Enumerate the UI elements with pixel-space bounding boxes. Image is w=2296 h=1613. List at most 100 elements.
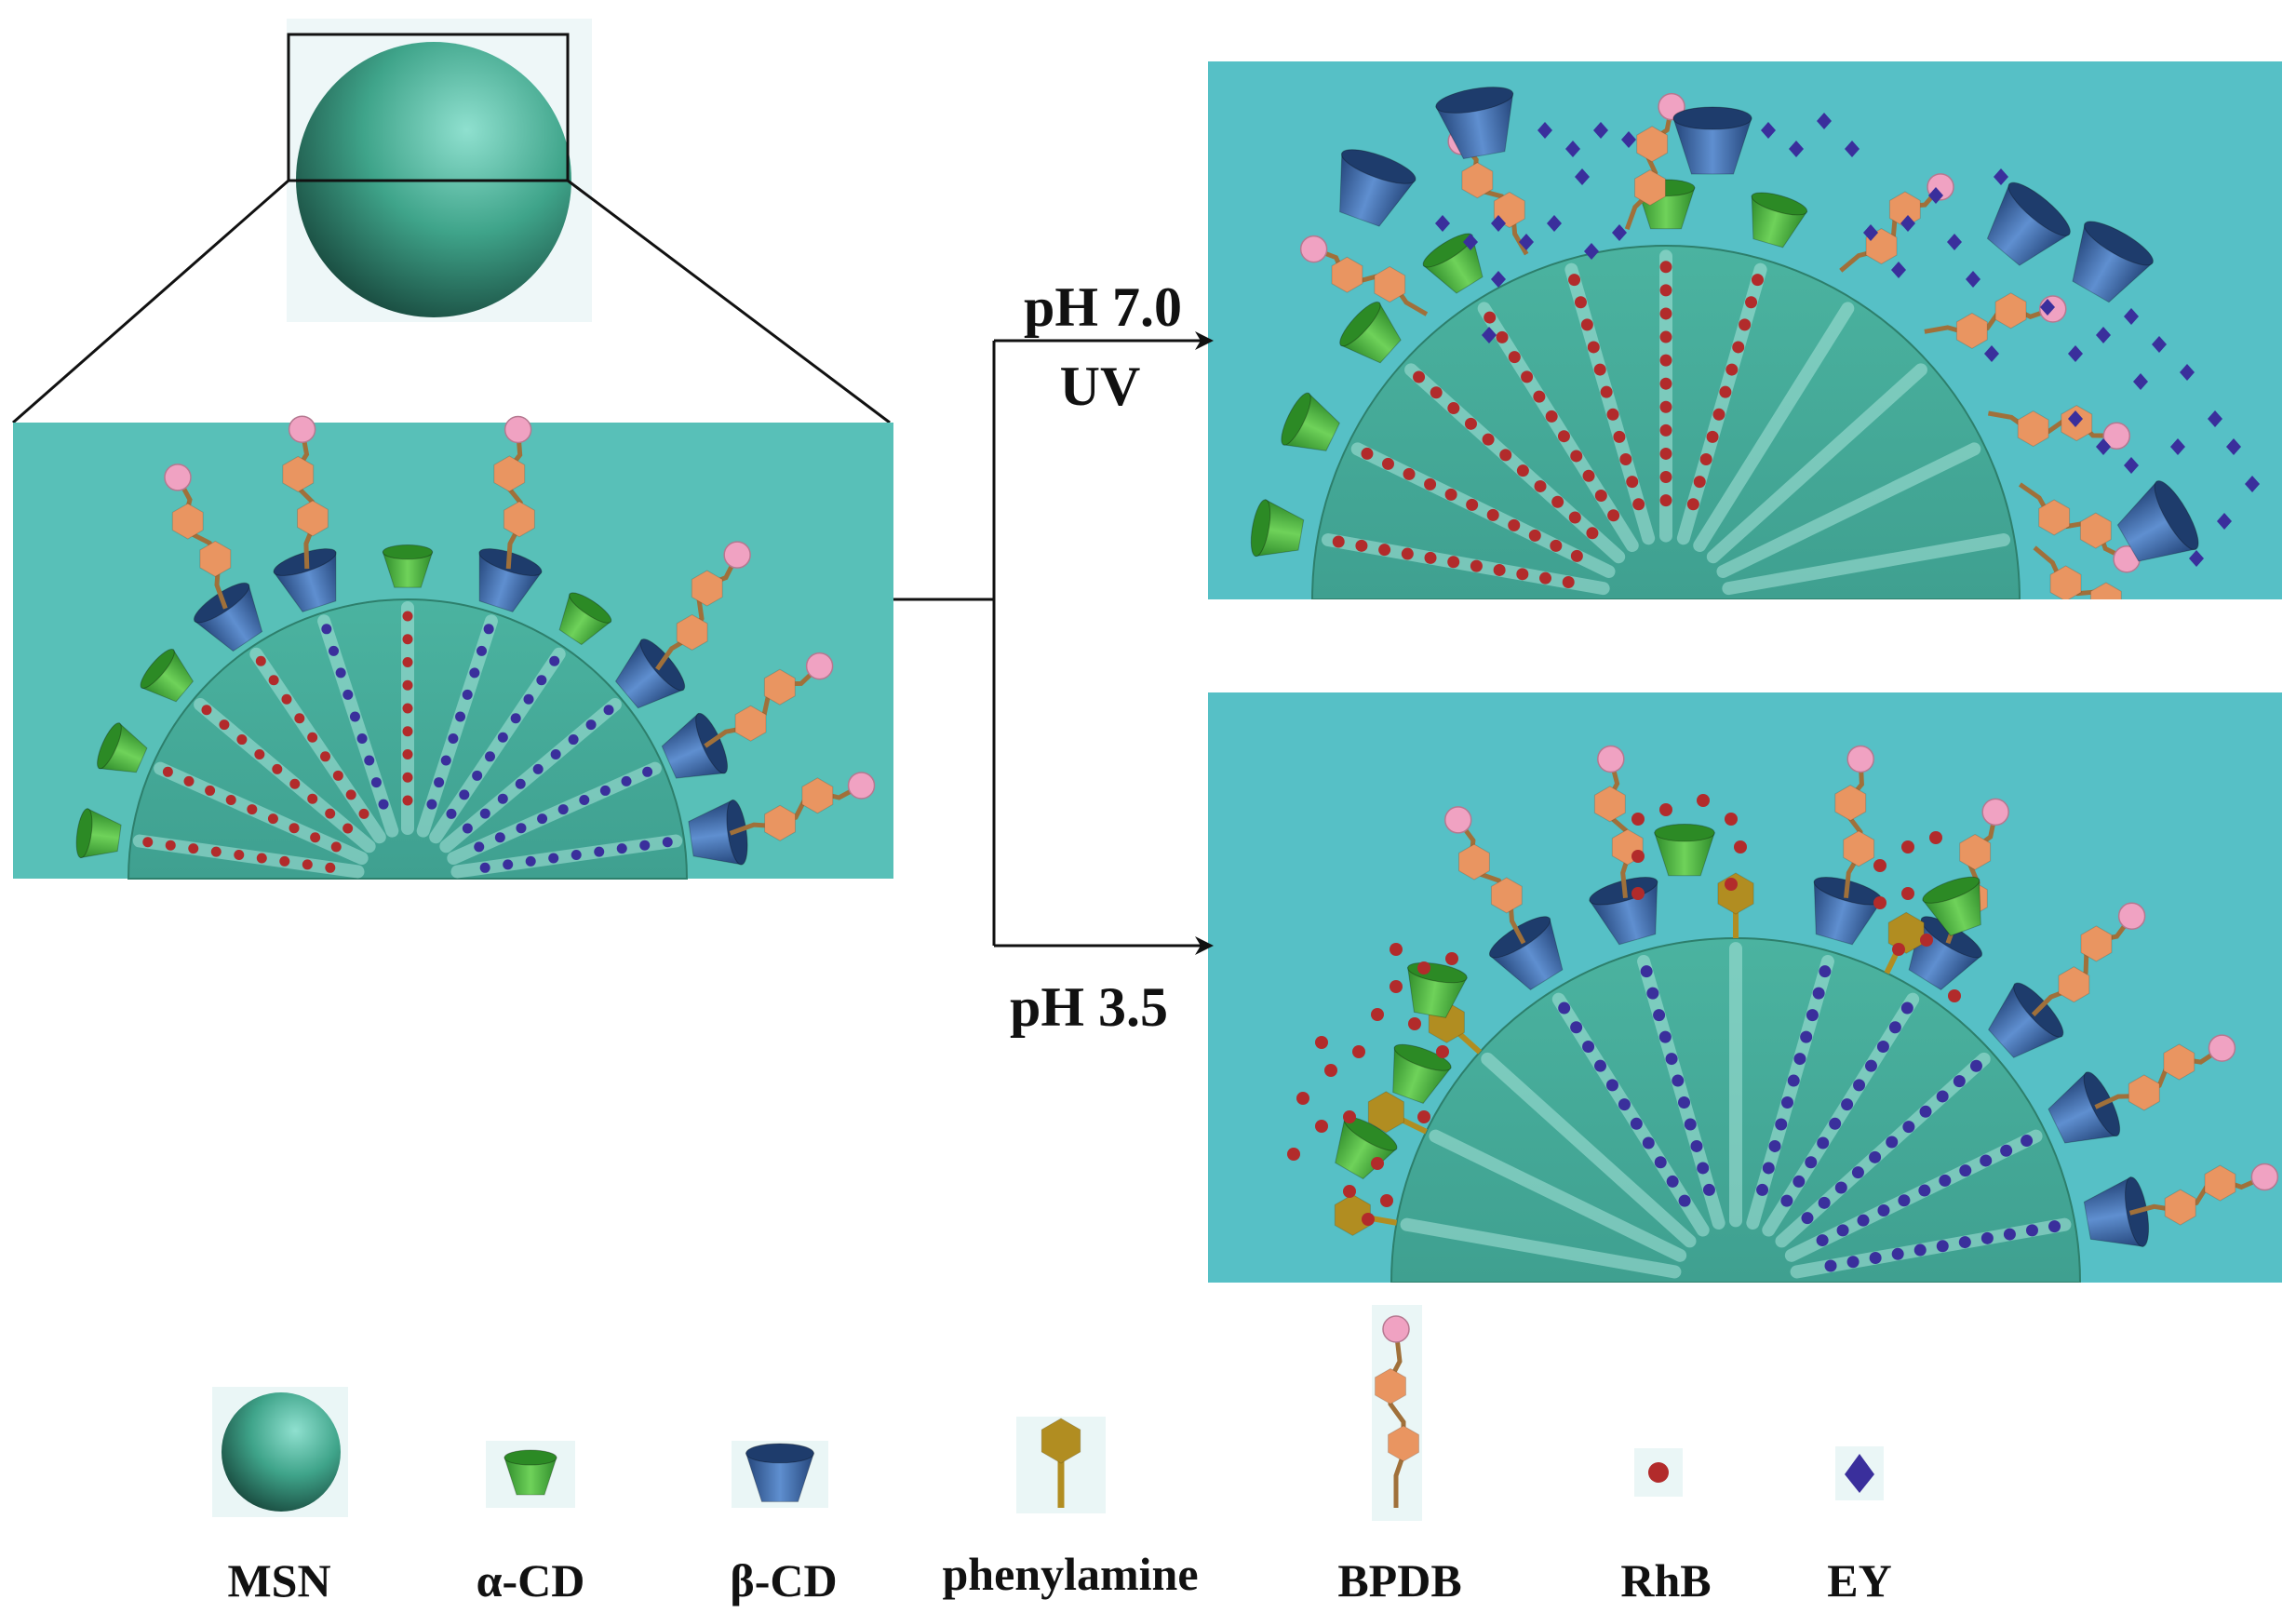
ey-dot-2-7 xyxy=(1919,1105,1932,1118)
released-rhb-11 xyxy=(1343,1110,1356,1123)
top-pore-7 xyxy=(1477,302,1639,552)
top-free-beta-cd-3-rim xyxy=(2007,181,2071,236)
released-rhb-24 xyxy=(1725,878,1738,891)
released-ey-23 xyxy=(2068,345,2083,362)
ey-dot-6-6 xyxy=(1665,1053,1678,1066)
rhb-dot-5-5 xyxy=(402,679,413,691)
bot-bpdb-5-tip xyxy=(2208,1034,2236,1062)
bot-bpdb-6-ring-2 xyxy=(2204,1164,2236,1202)
rhb-dot-10-6 xyxy=(188,843,199,854)
top-pore-channel-8 xyxy=(1404,363,1626,564)
bot-phenylamine-0-ring xyxy=(1334,1193,1371,1236)
left-bpdb-4-ring-1 xyxy=(734,705,767,742)
left-bpdb-3-chain xyxy=(655,554,740,671)
ey-dot-2-2 xyxy=(1834,1181,1847,1194)
ey-dot-1-1 xyxy=(494,832,505,843)
ey-dot-1-5 xyxy=(1918,1184,1931,1197)
released-rhb-30 xyxy=(1873,896,1886,909)
ey-dot-3-0 xyxy=(1780,1194,1793,1207)
condition-ph35-label: pH 3.5 xyxy=(1010,976,1168,1038)
rhb-dot-7-3 xyxy=(1570,450,1583,463)
bot-bpdb-4-ring-2 xyxy=(2080,925,2113,962)
rhb-dot-10-8 xyxy=(1378,544,1391,557)
ey-dot-6-3 xyxy=(1684,1118,1697,1131)
rhb-dot-5-0 xyxy=(1659,494,1672,507)
top-alpha-cd-5-rim xyxy=(1751,192,1808,216)
bot-pore-channel-7 xyxy=(1551,992,1710,1237)
bot-bpdb-5-ring-1 xyxy=(2128,1074,2160,1111)
left-pore-9 xyxy=(154,761,369,866)
top-bpdb-0-chain xyxy=(1312,247,1429,316)
ey-dot-4-8 xyxy=(483,624,494,635)
ey-dot-2-9 xyxy=(1953,1075,1966,1088)
ey-dot-4-9 xyxy=(1812,987,1825,1000)
released-rhb-26 xyxy=(1631,887,1645,900)
ey-dot-3-2 xyxy=(472,770,483,781)
bot-bpdb-1-chain xyxy=(1606,758,1631,898)
left-pore-channel-7 xyxy=(249,647,386,844)
ey-dot-2-5 xyxy=(550,748,561,759)
released-ey-9 xyxy=(1547,215,1562,232)
ey-dot-1-10 xyxy=(2021,1135,2034,1148)
rhb-dot-10-7 xyxy=(1401,547,1414,560)
rhb-dot-8-4 xyxy=(272,763,283,774)
legend-item-msn: MSN xyxy=(212,1387,348,1606)
ey-dot-4-0 xyxy=(1756,1183,1769,1196)
released-rhb-34 xyxy=(1948,989,1961,1002)
left-pore-3 xyxy=(429,647,566,844)
ey-dot-6-3 xyxy=(356,733,368,744)
rhb-dot-7-3 xyxy=(320,751,331,762)
bot-bpdb-5-chain xyxy=(2094,1046,2223,1109)
ey-dot-3-5 xyxy=(1841,1098,1854,1111)
released-rhb-21 xyxy=(1697,794,1710,807)
bot-phenylamine-1 xyxy=(1367,1091,1428,1135)
branch-connector xyxy=(893,339,1206,948)
ey-dot-6-1 xyxy=(370,777,382,788)
bot-bpdb-1-tip xyxy=(1597,745,1625,773)
ey-dot-6-8 xyxy=(321,624,332,635)
msn-icon xyxy=(222,1392,341,1512)
released-ey-22 xyxy=(1994,168,2008,185)
top-free-beta-cd-0 xyxy=(1339,149,1417,227)
left-bpdb-4-chain xyxy=(704,664,822,748)
ey-dot-3-0 xyxy=(446,808,457,819)
ey-dot-3-7 xyxy=(536,675,547,686)
left-bpdb-1-ring-2 xyxy=(282,455,315,492)
bot-bpdb-2-tip xyxy=(1846,745,1874,773)
ey-dot-2-7 xyxy=(585,719,597,731)
legend-label-msn: MSN xyxy=(227,1554,330,1606)
released-rhb-28 xyxy=(1901,840,1914,854)
released-ey-20 xyxy=(1891,262,1906,278)
bot-pore-channel-6 xyxy=(1637,955,1725,1230)
rhb-dot-8-9 xyxy=(1430,386,1443,399)
bot-free-alpha-cd-0 xyxy=(1335,1116,1398,1180)
left-alpha-cd-7-rim xyxy=(569,592,612,624)
ey-dot-0-7 xyxy=(1980,1231,1994,1244)
rhb-dot-9-0 xyxy=(1570,549,1583,562)
left-bpdb-2 xyxy=(493,415,535,570)
top-pore-1 xyxy=(1716,442,1981,579)
rhb-dot-10-2 xyxy=(279,855,290,867)
released-ey-36 xyxy=(2189,550,2204,567)
left-pore-0 xyxy=(450,834,683,879)
ey-dot-4-1 xyxy=(434,777,445,788)
ey-dot-1-3 xyxy=(1877,1203,1890,1216)
released-rhb-16 xyxy=(1408,1017,1421,1030)
ey-dot-6-4 xyxy=(349,711,360,722)
rhb-dot-5-2 xyxy=(1659,447,1672,460)
bot-bpdb-2-ring-1 xyxy=(1843,830,1875,867)
rhb-dot-5-4 xyxy=(1659,400,1672,413)
rhb-dot-9-9 xyxy=(1381,457,1394,470)
top-alpha-cd-3-rim xyxy=(1422,233,1473,268)
legend-item-bpdb: BPDB xyxy=(1337,1305,1462,1606)
ey-dot-4-10 xyxy=(1819,965,1832,978)
rhb-dot-7-5 xyxy=(294,713,305,724)
left-pore-channel-9 xyxy=(154,761,369,866)
left-pore-5 xyxy=(401,601,414,835)
rhb-dot-9-6 xyxy=(1444,488,1457,501)
top-pore-channel-3 xyxy=(1693,302,1855,552)
rhb-dot-8-6 xyxy=(1482,433,1495,446)
legend-item-rhb: RhB xyxy=(1620,1448,1712,1606)
rhb-dot-10-4 xyxy=(1470,559,1483,572)
rhb-dot-9-7 xyxy=(183,775,195,786)
